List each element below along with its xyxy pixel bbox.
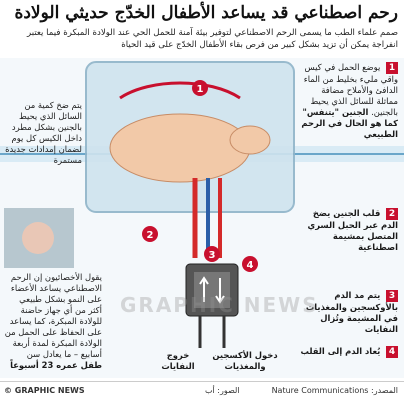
blood-flow-arrow: [119, 81, 241, 100]
step-2-text: قلب الجنين يضخ الدم عبر الحبل السري المت…: [307, 208, 398, 252]
step-1-bold: الجنين "يتنفس" كما هو الحال في الرحم الط…: [301, 107, 398, 139]
waste-out-label: خروج النفايات: [161, 350, 195, 371]
step-1-text: يوضع الحمل في كيس واقي مليء بخليط من الم…: [303, 62, 398, 117]
step-marker-1: [192, 80, 208, 96]
step-3-text: يتم مد الدم بالأوكسجين والمغذيات في المش…: [305, 290, 398, 334]
svg-text:1: 1: [197, 84, 204, 95]
step-marker-3: [204, 246, 220, 262]
step-4: 4 يُعاد الدم إلى القلب: [300, 346, 398, 358]
photo-credit: الصور: أب: [205, 386, 240, 395]
svg-text:4: 4: [247, 260, 254, 271]
step-2-badge: 2: [386, 208, 398, 220]
publisher-logo: © GRAPHIC NEWS: [4, 386, 85, 395]
step-4-badge: 4: [386, 346, 398, 358]
experts-note: يقول الأخصائيون إن الرحم الاصطناعي يساعد…: [4, 272, 102, 371]
svg-text:2: 2: [147, 230, 154, 241]
fetus: [109, 113, 251, 183]
step-marker-4: [242, 256, 258, 272]
step-1: 1 يوضع الحمل في كيس واقي مليء بخليط من ا…: [300, 62, 398, 140]
page-subtitle: صمم علماء الطب ما يسمى الرحم الاصطناعي ل…: [26, 28, 398, 50]
experts-note-bold: طفل عمره 23 أسبوعاً: [10, 360, 102, 370]
infographic-area: 1 2 3 4 يتم ضخ كمية من السائل الذي يحيط …: [0, 58, 404, 378]
womb-diagram: 1 2 3 4: [0, 58, 404, 378]
fluid-supply-note: يتم ضخ كمية من السائل الذي يحيط بالجنين …: [5, 100, 82, 165]
step-3: 3 يتم مد الدم بالأوكسجين والمغذيات في ال…: [300, 290, 398, 335]
step-marker-2: [142, 226, 158, 242]
step-1-badge: 1: [386, 62, 398, 74]
step-3-badge: 3: [386, 290, 398, 302]
watermark: GRAPHIC NEWS: [120, 293, 319, 317]
page-title: رحم اصطناعي قد يساعد الأطفال الخدّج حديث…: [14, 3, 398, 23]
svg-text:3: 3: [209, 250, 216, 261]
step-4-text: يُعاد الدم إلى القلب: [300, 346, 381, 356]
experts-note-text: يقول الأخصائيون إن الرحم الاصطناعي يساعد…: [4, 272, 102, 359]
oxygen-in-label: دخول الأكسجين والمغذيات: [212, 350, 278, 371]
source-credit: المصدر: Nature Communications: [271, 386, 398, 395]
footer: © GRAPHIC NEWS الصور: أب المصدر: Nature …: [0, 381, 404, 400]
step-2: 2 قلب الجنين يضخ الدم عبر الحبل السري ال…: [300, 208, 398, 253]
